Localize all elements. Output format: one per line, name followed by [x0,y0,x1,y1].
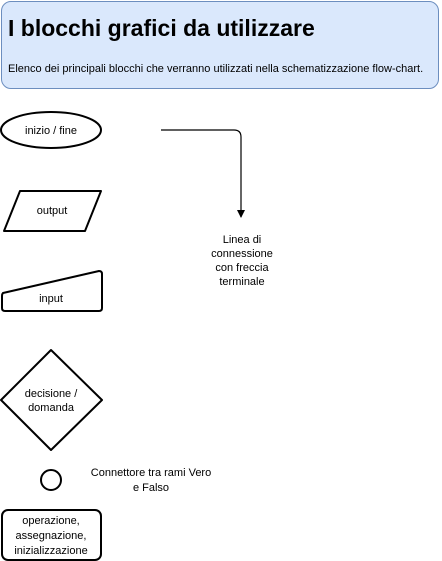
process-label-line2: assegnazione, [16,530,87,542]
output-label: output [37,205,68,217]
process-block: operazione, assegnazione, inizializzazio… [1,509,102,561]
input-shape [1,270,103,312]
header-box: I blocchi grafici da utilizzare Elenco d… [1,1,439,89]
terminator-block: inizio / fine [0,111,102,149]
connection-line [161,129,245,218]
connection-line-group: Linea di connessione con freccia termina… [161,129,273,288]
connector-block: Connettore tra rami Vero e Falso [40,467,211,494]
connection-label-line1: Linea di [223,234,262,246]
input-label: input [39,293,63,305]
connection-label-line3: con freccia [215,262,269,274]
input-block: input [1,270,103,312]
connection-label-line4: terminale [219,276,264,288]
output-shape [3,190,102,232]
page-title: I blocchi grafici da utilizzare [8,15,315,41]
decision-label-line1: decisione / [25,388,79,400]
decision-block: decisione / domanda [0,349,103,451]
connector-label-line1: Connettore tra rami Vero [91,467,211,479]
process-label-line3: inizializzazione [14,545,87,557]
decision-shape [0,349,103,451]
terminator-label: inizio / fine [25,125,77,137]
connection-label-line2: connessione [211,248,273,260]
connector-shape [40,469,62,491]
process-shape [1,509,102,561]
process-label-line1: operazione, [22,515,80,527]
page-description: Elenco dei principali blocchi che verran… [8,63,424,75]
connector-label-line2: e Falso [133,482,169,494]
output-block: output [3,190,102,232]
terminator-shape [0,111,102,149]
decision-label-line2: domanda [28,402,75,414]
